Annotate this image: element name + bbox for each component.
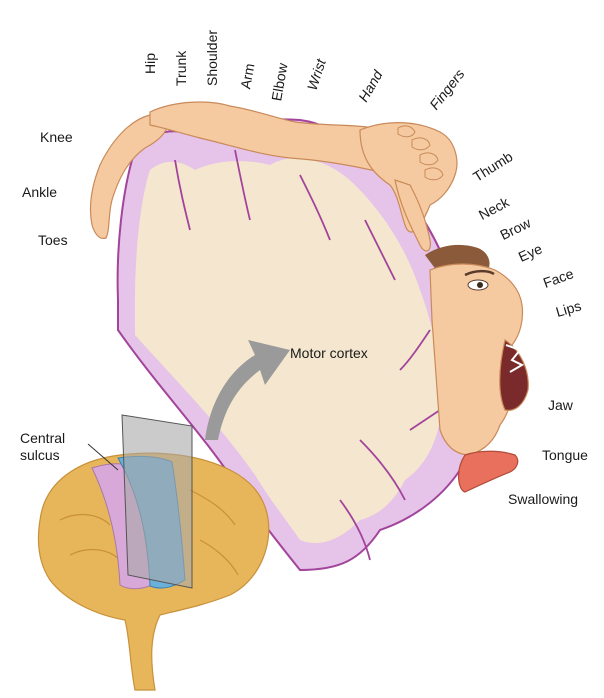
label-central-sulcus: Central sulcus bbox=[20, 430, 90, 464]
label-swallowing: Swallowing bbox=[508, 492, 578, 506]
label-ankle: Ankle bbox=[22, 185, 57, 199]
label-trunk: Trunk bbox=[174, 51, 188, 86]
homunculus-pupil bbox=[477, 282, 483, 288]
label-tongue: Tongue bbox=[542, 448, 588, 462]
inset-slice-plane bbox=[122, 415, 192, 588]
homunculus-mouth bbox=[500, 340, 529, 410]
label-hip: Hip bbox=[143, 53, 157, 74]
label-jaw: Jaw bbox=[548, 398, 573, 412]
homunculus-tongue bbox=[459, 451, 518, 492]
label-toes: Toes bbox=[38, 233, 68, 247]
label-arm: Arm bbox=[238, 62, 256, 90]
label-shoulder: Shoulder bbox=[205, 30, 219, 86]
label-knee: Knee bbox=[40, 130, 73, 144]
label-motor-cortex: Motor cortex bbox=[290, 346, 368, 360]
